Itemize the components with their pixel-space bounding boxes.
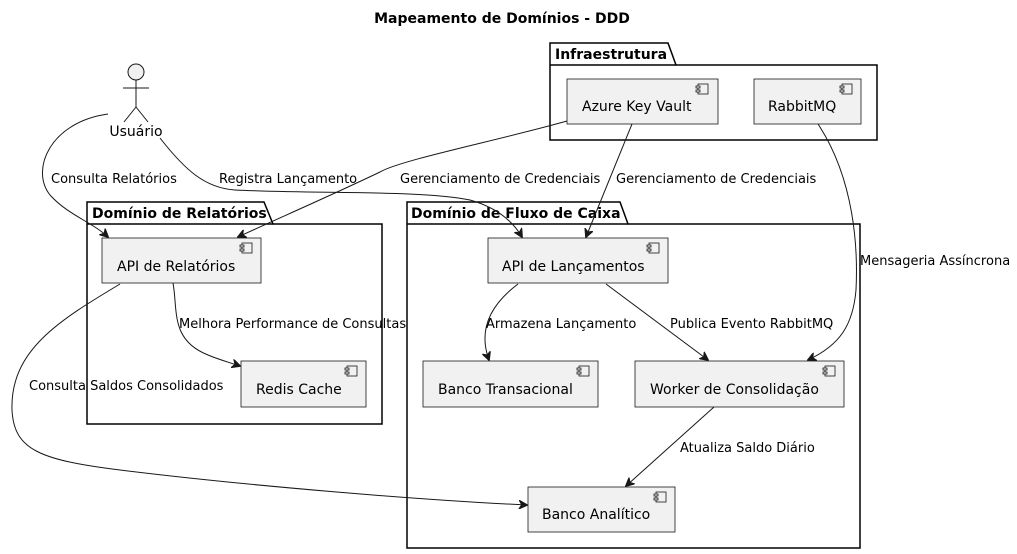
edge-label-credenciais-relatorios: Gerenciamento de Credenciais <box>400 172 601 187</box>
edge-consulta-relatorios <box>41 113 108 237</box>
component-label: Worker de Consolidação <box>650 382 819 398</box>
edge-label-melhora-performance: Melhora Performance de Consultas <box>179 317 406 332</box>
edge-credenciais-lancamentos <box>586 123 633 237</box>
component-icon <box>822 365 836 377</box>
edge-label-armazena: Armazena Lançamento <box>486 317 636 332</box>
component-icon <box>839 83 853 95</box>
component-icon <box>344 365 358 377</box>
edge-consulta-saldos <box>11 283 527 505</box>
edge-melhora-performance <box>172 282 240 366</box>
edge-registra-lancamento <box>159 137 522 237</box>
edge-armazena <box>485 283 519 360</box>
component-label: API de Relatórios <box>117 259 235 275</box>
component-label: RabbitMQ <box>768 99 836 115</box>
actor-label: Usuário <box>109 124 162 140</box>
component-azure-key-vault: Azure Key Vault <box>566 78 719 125</box>
component-icon <box>653 491 667 503</box>
package-dominio-fluxo-caixa: Domínio de Fluxo de Caixa <box>406 201 861 549</box>
component-rabbitmq: RabbitMQ <box>753 78 862 125</box>
package-label: Domínio de Relatórios <box>92 206 267 222</box>
component-banco-transacional: Banco Transacional <box>422 360 599 408</box>
edge-label-consulta-relatorios: Consulta Relatórios <box>51 172 177 187</box>
package-label: Domínio de Fluxo de Caixa <box>411 206 621 222</box>
edge-label-registra-lancamento: Registra Lançamento <box>219 172 357 187</box>
component-label: Banco Transacional <box>438 382 573 398</box>
component-label: Azure Key Vault <box>582 99 692 115</box>
edge-label-atualiza-saldo: Atualiza Saldo Diário <box>680 441 815 456</box>
component-banco-analitico: Banco Analítico <box>527 486 676 533</box>
component-worker-consolidacao: Worker de Consolidação <box>634 360 845 408</box>
edge-label-mensageria: Mensageria Assíncrona <box>860 254 1010 269</box>
component-redis-cache: Redis Cache <box>240 360 367 408</box>
component-icon <box>695 83 709 95</box>
edge-credenciais-relatorios <box>238 120 568 237</box>
component-api-lancamentos: API de Lançamentos <box>487 237 669 284</box>
component-api-relatorios: API de Relatórios <box>101 237 262 284</box>
component-icon <box>646 242 660 254</box>
edge-publica-evento <box>605 283 708 360</box>
actor-head-icon <box>127 63 145 81</box>
actor-usuario: Usuário <box>109 63 163 140</box>
package-label: Infraestrutura <box>555 47 667 63</box>
edge-label-credenciais-lancamentos: Gerenciamento de Credenciais <box>616 172 817 187</box>
component-label: Redis Cache <box>256 382 342 398</box>
edge-mensageria <box>808 123 857 360</box>
edge-atualiza-saldo <box>626 406 715 486</box>
component-label: Banco Analítico <box>542 507 650 523</box>
edge-label-consulta-saldos: Consulta Saldos Consolidados <box>29 379 224 394</box>
diagram-title: Mapeamento de Domínios - DDD <box>374 11 630 27</box>
component-icon <box>239 242 253 254</box>
component-icon <box>576 365 590 377</box>
component-label: API de Lançamentos <box>502 259 645 275</box>
edge-label-publica-evento: Publica Evento RabbitMQ <box>670 317 833 332</box>
